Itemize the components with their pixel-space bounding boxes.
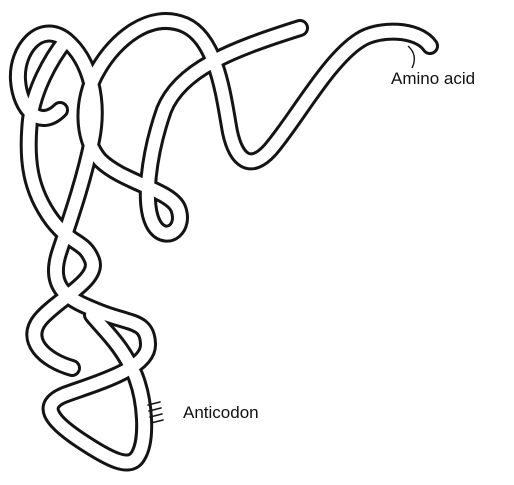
amino-acid-label: Amino acid: [391, 70, 475, 87]
amino-acid-pointer-line: [408, 46, 414, 68]
anticodon-label: Anticodon: [183, 404, 259, 421]
trna-strand: [18, 21, 430, 463]
